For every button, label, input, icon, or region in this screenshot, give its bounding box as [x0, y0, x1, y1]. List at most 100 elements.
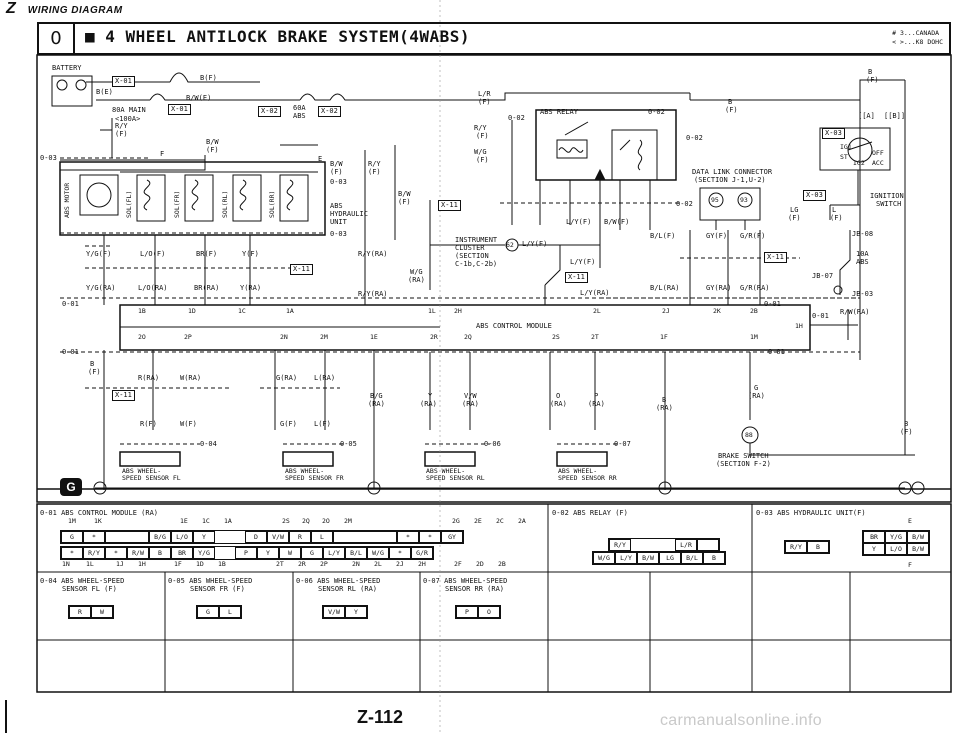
conn-0-01-row2: * R/Y * R/W B BR Y/G P Y W G L/Y B/L W/G…: [60, 546, 434, 560]
mark-e: E: [318, 155, 323, 163]
c01-bot-8: 2T: [276, 560, 284, 568]
pin-1h: 1H: [795, 322, 803, 330]
fuse-60a-abs: ABS: [293, 112, 306, 120]
c03-r-1: Y/G: [885, 531, 907, 543]
c01-r1-6: D: [245, 531, 267, 543]
wire-wg-ra: (RA): [408, 276, 425, 284]
ign-off: OFF: [872, 149, 884, 157]
wire-ry: R/Y: [115, 122, 128, 130]
ign-st: ST: [840, 153, 848, 161]
pin-top-2: 1D: [188, 307, 196, 315]
fuse-10a: 10A: [856, 250, 869, 258]
conn-0-05-sub: SENSOR FR (F): [190, 585, 245, 593]
sol-rr-label: SOL(RR): [268, 190, 276, 218]
c02-b-5: B: [703, 552, 725, 564]
wire-ry-3: R/Y: [474, 124, 487, 132]
wire-y-f: Y(F): [242, 250, 259, 258]
conn-0-02-bottom: W/G L/Y B/W LG B/L B: [592, 551, 726, 565]
conn-0-03-right: BR Y/G B/W Y L/O B/W: [862, 530, 930, 556]
c01-top-6: 2S: [282, 517, 290, 525]
wire-y-lower: Y: [428, 392, 433, 400]
pin-bot-7: 2Q: [464, 333, 472, 341]
wire-bg-ra: (RA): [368, 400, 385, 408]
c01-r2-15: G/R: [411, 547, 433, 559]
c01-top-12: 2C: [496, 517, 504, 525]
wire-bw: B/W: [206, 138, 219, 146]
wire-ry-2: R/Y: [368, 160, 381, 168]
wire-bw-2: B/W: [330, 160, 343, 168]
ign-acc: ACC: [872, 159, 884, 167]
brake-switch-1: BRAKE SWITCH: [718, 452, 769, 460]
cluster-4: C-1b,C-2b): [455, 260, 498, 268]
abs-control-module-label: ABS CONTROL MODULE: [476, 322, 552, 330]
conn-0-03-mid: 0-03: [330, 178, 347, 186]
connector-x01b: X-01: [168, 104, 191, 115]
page-number: Z-112: [357, 707, 404, 727]
pin-bot-6: 2R: [430, 333, 438, 341]
conn-0-01-title: 0-01 ABS CONTROL MODULE (RA): [40, 509, 159, 517]
c07-p-1: O: [478, 606, 500, 618]
mark-f: F: [160, 150, 165, 158]
cluster-2: CLUSTER: [455, 244, 485, 252]
ign-ig2: IG2: [853, 159, 865, 167]
fuse-10a-abs: ABS: [856, 258, 869, 266]
fuse-a: [[A]: [858, 112, 875, 120]
conn-0-04-pins: R W: [68, 605, 114, 619]
wire-p-ra: (RA): [588, 400, 605, 408]
wire-b-right: B: [728, 98, 733, 106]
pin-bot-5: 1E: [370, 333, 378, 341]
battery-label: BATTERY: [52, 64, 82, 72]
sensor-fr-2: SPEED SENSOR FR: [285, 474, 344, 482]
c01-bot-7: 1B: [218, 560, 226, 568]
conn-0-06-pins: V/W Y: [322, 605, 368, 619]
pin-bot-10: 1F: [660, 333, 668, 341]
conn-0-02b: 0-02: [648, 108, 665, 116]
wire-b-lower: B: [90, 360, 95, 368]
ground-badge: G: [60, 478, 82, 496]
c06-p-1: Y: [345, 606, 367, 618]
c01-r1-12: *: [419, 531, 441, 543]
conn-0-07: 0-07: [614, 440, 631, 448]
hydraulic-unit-3: UNIT: [330, 218, 347, 226]
pin-top-3: 1C: [238, 307, 246, 315]
connector-x11c: X-11: [565, 272, 588, 283]
c01-top-9: 2M: [344, 517, 352, 525]
header-z: Z: [6, 0, 16, 17]
section-title-bar: 0 ■ 4 WHEEL ANTILOCK BRAKE SYSTEM(4WABS)…: [37, 22, 951, 55]
wire-w-ra: W(RA): [180, 374, 202, 382]
c01-bot-11: 2N: [352, 560, 360, 568]
c01-r1-5: Y: [193, 531, 215, 543]
wire-ly-f: L/Y(F): [566, 218, 592, 226]
c05-p-1: L: [219, 606, 241, 618]
module-top-pins: 1B 1D 1C 1A 1L 2H 2L 2J 2K 2B: [138, 308, 798, 324]
section-notes: # 3...CANADA < >...K8 DOHC: [892, 29, 943, 47]
wire-lo-ra: L/O(RA): [138, 284, 168, 292]
c02-t-1: [631, 539, 675, 551]
pin-bot-4: 2M: [320, 333, 328, 341]
c01-bot-6: 1D: [196, 560, 204, 568]
pin-bot-11: 1M: [750, 333, 758, 341]
wire-l-f-2: L(F): [314, 420, 331, 428]
conn-0-07-title: 0-07 ABS WHEEL-SPEED: [423, 577, 508, 585]
wire-yg-f: Y/G(F): [86, 250, 112, 258]
c01-r2-10: G: [301, 547, 323, 559]
conn-0-07-pins: P O: [455, 605, 501, 619]
pin-88: 88: [745, 431, 753, 439]
wire-bw-f-2: B/W(F): [604, 218, 630, 226]
wire-l: L: [832, 206, 837, 214]
header-title: WIRING DIAGRAM: [27, 5, 123, 16]
wire-ry-f: (F): [115, 130, 128, 138]
ignition-label-2: SWITCH: [876, 200, 902, 208]
conn-0-03-title: 0-03 ABS HYDRAULIC UNIT(F): [756, 509, 866, 517]
wire-b-right-f: (F): [725, 106, 738, 114]
c01-bot-15: 2F: [454, 560, 462, 568]
connector-x11a: X-11: [290, 264, 313, 275]
c02-t-2: L/R: [675, 539, 697, 551]
c01-top-7: 2Q: [302, 517, 310, 525]
cluster-1: INSTRUMENT: [455, 236, 498, 244]
hydraulic-unit-2: HYDRAULIC: [330, 210, 368, 218]
sol-fr-label: SOL(FR): [173, 190, 181, 218]
c01-r1-7: V/W: [267, 531, 289, 543]
wire-bl-ra: B/L(RA): [650, 284, 680, 292]
